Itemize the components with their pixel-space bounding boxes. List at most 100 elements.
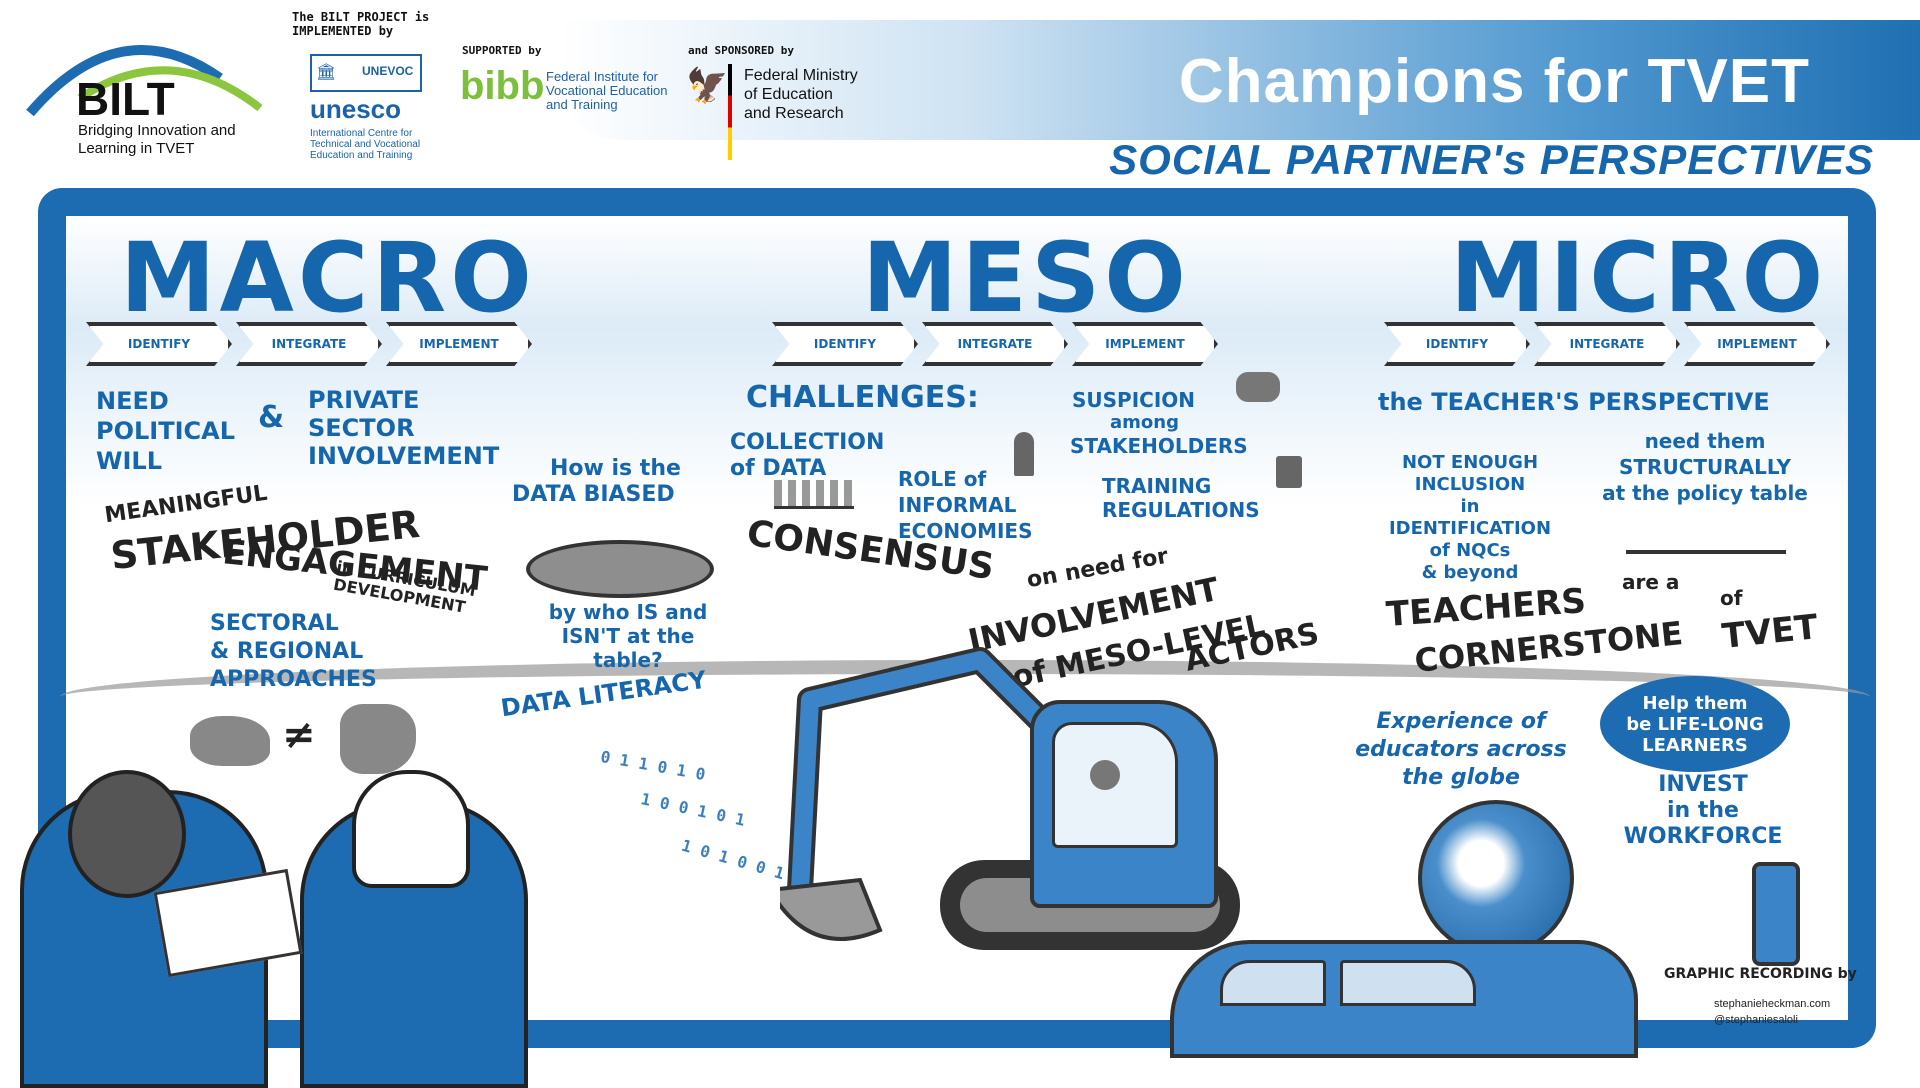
excavator-window bbox=[1052, 722, 1178, 848]
role-informal-economies: ROLE of INFORMAL ECONOMIES bbox=[898, 466, 1033, 544]
federal-eagle-icon: 🦅 bbox=[686, 67, 729, 105]
text-line: NOT ENOUGH bbox=[1401, 452, 1539, 473]
book-icon bbox=[1276, 456, 1302, 488]
data-biased-label: DATA BIASED bbox=[512, 482, 675, 507]
operator-icon bbox=[1090, 760, 1120, 790]
excavator-arm-icon bbox=[780, 647, 1050, 941]
need-them-structurally: need them STRUCTURALLY at the policy tab… bbox=[1590, 428, 1820, 506]
africa-map-icon bbox=[340, 704, 416, 774]
macro-title: MACRO bbox=[120, 222, 536, 334]
text-line: of DATA bbox=[730, 456, 827, 481]
bar-chart-icon bbox=[774, 480, 854, 509]
text-line: & beyond bbox=[1421, 562, 1519, 583]
handshake-icon bbox=[1236, 372, 1280, 402]
text-line: IDENTIFICATION bbox=[1388, 518, 1552, 539]
text-line: SECTORAL bbox=[210, 611, 339, 636]
text-line: at the policy table bbox=[1602, 481, 1808, 505]
private-sector-involvement: PRIVATE SECTOR INVOLVEMENT bbox=[308, 386, 499, 470]
stakeholders-label: STAKEHOLDERS bbox=[1070, 434, 1248, 458]
header-banner bbox=[560, 20, 1920, 140]
bmbf-line: of Education bbox=[744, 86, 833, 103]
hard-hat-icon bbox=[352, 770, 470, 888]
step-integrate: INTEGRATE bbox=[1534, 322, 1680, 366]
credit-site: stephanieheckman.com bbox=[1714, 998, 1831, 1010]
unesco-label: unesco bbox=[310, 94, 402, 124]
invest-workforce: INVEST in the WORKFORCE bbox=[1618, 772, 1788, 850]
text-line: SECTOR bbox=[308, 414, 415, 442]
graphic-recording-label: GRAPHIC RECORDING by bbox=[1664, 966, 1857, 982]
bibb-subtitle-line: Federal Institute for bbox=[546, 69, 658, 84]
among-label: among bbox=[1110, 412, 1179, 433]
german-flag-bar bbox=[728, 64, 732, 160]
step-implement: IMPLEMENT bbox=[1684, 322, 1830, 366]
sectoral-regional-approaches: SECTORAL & REGIONAL APPROACHES bbox=[210, 610, 377, 694]
supported-by-label: SUPPORTED by bbox=[462, 44, 542, 57]
text-line: APPROACHES bbox=[210, 667, 377, 692]
bmbf-line: and Research bbox=[744, 105, 844, 122]
step-integrate: INTEGRATE bbox=[922, 322, 1068, 366]
sponsored-by-label: and SPONSORED by bbox=[688, 44, 794, 57]
text-line: need them bbox=[1644, 429, 1766, 453]
round-table-icon bbox=[526, 540, 714, 598]
text-line: REGULATIONS bbox=[1102, 498, 1260, 522]
unesco-subtitle-line: Technical and Vocational bbox=[310, 139, 421, 150]
text-line: INVEST bbox=[1658, 772, 1748, 797]
meso-steps: IDENTIFY INTEGRATE IMPLEMENT bbox=[772, 322, 1218, 366]
text-line: & REGIONAL bbox=[210, 639, 364, 664]
bilt-subtitle-line: Bridging Innovation and bbox=[78, 122, 236, 139]
unesco-subtitle: International Centre for Technical and V… bbox=[310, 128, 420, 161]
meso-title: MESO bbox=[862, 222, 1190, 334]
worker-head-icon bbox=[68, 770, 186, 898]
person-icon bbox=[1014, 432, 1034, 476]
unesco-logo-icon: 🏛 UNEVOC bbox=[310, 54, 422, 92]
bilt-subtitle-line: Learning in TVET bbox=[78, 140, 195, 157]
text-line: COLLECTION bbox=[730, 430, 885, 455]
text-line: Experience of bbox=[1376, 709, 1546, 734]
car-window-icon bbox=[1220, 960, 1326, 1006]
globe-icon bbox=[1418, 800, 1574, 956]
text-line: in the bbox=[1667, 798, 1739, 823]
text-line: NEED bbox=[96, 387, 169, 415]
need-political-will: NEED POLITICAL WILL bbox=[96, 386, 235, 476]
text-line: POLITICAL bbox=[96, 417, 235, 445]
text-line: in bbox=[1460, 496, 1480, 517]
text-line: Help them bbox=[1642, 692, 1748, 714]
step-identify: IDENTIFY bbox=[772, 322, 918, 366]
step-implement: IMPLEMENT bbox=[386, 322, 532, 366]
bibb-subtitle-line: Vocational Education bbox=[546, 83, 668, 98]
text-line: TRAINING bbox=[1102, 474, 1212, 498]
car-window-icon bbox=[1340, 960, 1476, 1006]
text-line: INCLUSION bbox=[1414, 474, 1526, 495]
text-line: table? bbox=[593, 648, 663, 672]
step-integrate: INTEGRATE bbox=[236, 322, 382, 366]
macro-steps: IDENTIFY INTEGRATE IMPLEMENT bbox=[86, 322, 532, 366]
page-subtitle: SOCIAL PARTNER's PERSPECTIVES bbox=[1109, 136, 1874, 183]
page-title: Champions for TVET bbox=[1178, 47, 1810, 116]
bilt-arc-logo-icon bbox=[26, 45, 263, 117]
text-line: PRIVATE bbox=[308, 386, 420, 414]
step-identify: IDENTIFY bbox=[1384, 322, 1530, 366]
not-equal-icon: ≠ bbox=[282, 712, 316, 758]
micro-steps: IDENTIFY INTEGRATE IMPLEMENT bbox=[1384, 322, 1830, 366]
teacher-perspective: the TEACHER'S PERSPECTIVE bbox=[1378, 388, 1770, 416]
suspicion-label: SUSPICION bbox=[1072, 388, 1196, 412]
data-biased-question: How is the bbox=[550, 456, 681, 481]
charging-station-icon bbox=[1752, 862, 1800, 966]
bibb-subtitle-line: and Training bbox=[546, 97, 618, 112]
text-line: of NQCs bbox=[1429, 540, 1511, 561]
of-label: of bbox=[1720, 586, 1743, 610]
unevoc-label: UNEVOC bbox=[362, 64, 414, 78]
unesco-subtitle-line: International Centre for bbox=[310, 128, 413, 139]
text-line: be LIFE-LONG bbox=[1626, 713, 1764, 735]
bilt-subtitle: Bridging Innovation and Learning in TVET bbox=[78, 122, 236, 158]
step-identify: IDENTIFY bbox=[86, 322, 232, 366]
text-line: INVOLVEMENT bbox=[308, 442, 500, 470]
text-line: ISN'T at the bbox=[561, 624, 695, 648]
text-line: educators across bbox=[1355, 737, 1567, 762]
text-line: by who IS and bbox=[548, 600, 708, 624]
credit-handle: @stephaniesaloli bbox=[1714, 1014, 1798, 1026]
step-implement: IMPLEMENT bbox=[1072, 322, 1218, 366]
text-line: the globe bbox=[1402, 765, 1520, 790]
collection-of-data: COLLECTION of DATA bbox=[730, 430, 884, 482]
text-line: LEARNERS bbox=[1642, 734, 1748, 756]
